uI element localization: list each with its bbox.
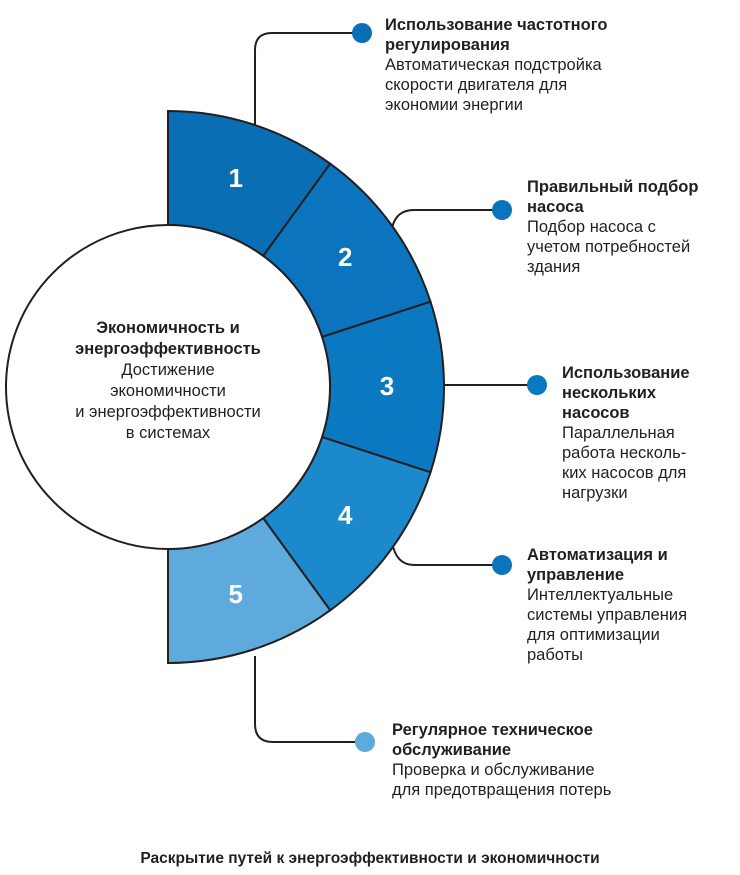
connector-1 <box>254 32 362 125</box>
dot-2 <box>492 200 512 220</box>
center-title: Экономичность и энергоэффективность <box>75 319 261 358</box>
item-description: Интеллектуальные системы управления для … <box>527 586 688 664</box>
dot-1 <box>352 23 372 43</box>
center-text: Экономичность и энергоэффективность Дост… <box>48 318 288 444</box>
center-description: Достижение экономичности и энергоэффекти… <box>75 361 261 442</box>
item-title: Использование частотного регулирования <box>385 16 608 54</box>
item-description: Автоматическая подстройка скорости двига… <box>385 56 602 114</box>
connector-5 <box>254 656 365 743</box>
segment-number: 3 <box>379 371 395 401</box>
segment-number: 5 <box>228 579 243 610</box>
dot-4 <box>492 555 512 575</box>
connector-4 <box>391 541 502 566</box>
item-description: Параллельная работа несколь- ких насосов… <box>562 424 687 502</box>
item-title: Автоматизация и управление <box>527 546 668 584</box>
item-5: Регулярное техническое обслуживание Пров… <box>392 720 672 800</box>
center-circle <box>5 224 331 550</box>
item-4: Автоматизация и управление Интеллектуаль… <box>527 545 727 665</box>
segment-number: 2 <box>337 242 353 273</box>
dot-5 <box>355 732 375 752</box>
caption: Раскрытие путей к энергоэффективности и … <box>140 850 600 867</box>
dot-3 <box>527 375 547 395</box>
item-3: Использование нескольких насосов Паралле… <box>562 363 722 503</box>
segment-number: 1 <box>228 162 243 193</box>
item-title: Правильный подбор насоса <box>527 178 699 216</box>
item-description: Подбор насоса с учетом потребностей здан… <box>527 218 691 276</box>
item-1: Использование частотного регулирования А… <box>385 15 685 115</box>
item-title: Использование нескольких насосов <box>562 364 690 422</box>
item-title: Регулярное техническое обслуживание <box>392 721 593 759</box>
segments <box>167 109 445 665</box>
connector-2 <box>391 209 502 229</box>
item-2: Правильный подбор насоса Подбор насоса с… <box>527 177 727 277</box>
segment-number: 4 <box>337 499 353 530</box>
dots <box>352 23 547 752</box>
item-description: Проверка и обслуживание для предотвращен… <box>392 761 612 799</box>
